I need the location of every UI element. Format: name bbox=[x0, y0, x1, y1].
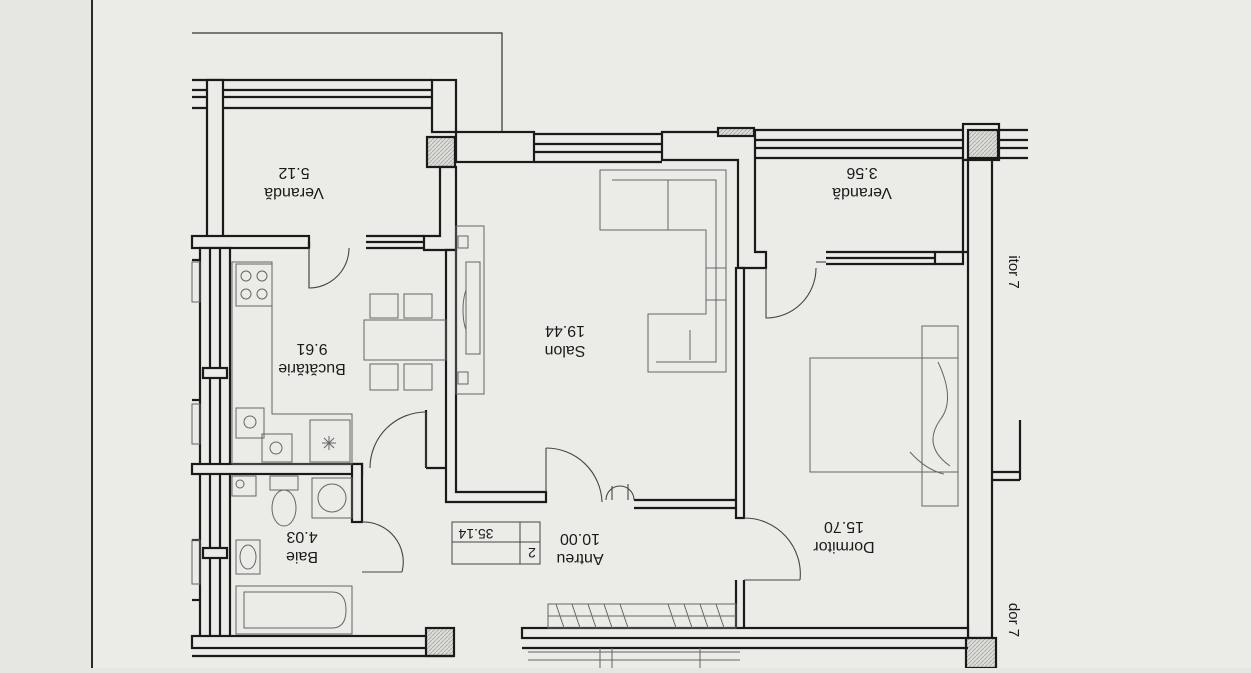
doors bbox=[308, 247, 826, 581]
bed bbox=[809, 325, 959, 507]
room-name-baie: Baie bbox=[286, 548, 318, 565]
room-area-antreu: 10.00 bbox=[560, 530, 600, 547]
bathroom-fixtures bbox=[231, 475, 353, 635]
bottom-railing bbox=[528, 648, 740, 668]
room-name-bucatarie: Bucătărie bbox=[278, 360, 346, 377]
room-area-dormitor: 15.70 bbox=[824, 518, 864, 535]
room-area-salon: 19.44 bbox=[545, 322, 585, 339]
room-area-veranda-right: 3.56 bbox=[846, 164, 877, 181]
room-area-veranda-left: 5.12 bbox=[278, 164, 309, 181]
edge-label-top: itor 7 bbox=[1005, 255, 1022, 288]
sofa bbox=[599, 169, 727, 373]
edge-label-bottom: dor 7 bbox=[1005, 603, 1022, 637]
room-area-baie: 4.03 bbox=[286, 528, 317, 545]
apartment-info-box bbox=[451, 521, 541, 565]
left-edge-fixtures bbox=[191, 261, 201, 585]
room-name-veranda-right: Verandă bbox=[832, 184, 892, 201]
apartment-total-area: 35.14 bbox=[458, 526, 493, 542]
page-panel bbox=[92, 0, 1251, 668]
room-name-veranda-left: Verandă bbox=[264, 184, 324, 201]
kitchen-counter bbox=[231, 261, 353, 465]
dining-table bbox=[363, 293, 447, 391]
room-labels: Verandă 5.12 Verandă 3.56 Salon 19.44 Bu… bbox=[264, 164, 1022, 637]
furniture bbox=[191, 169, 959, 668]
apartment-number: 2 bbox=[528, 545, 536, 561]
room-name-antreu: Antreu bbox=[556, 550, 603, 567]
room-name-dormitor: Dormitor bbox=[813, 538, 875, 555]
building-outline bbox=[192, 32, 503, 133]
room-area-bucatarie: 9.61 bbox=[296, 340, 327, 357]
tv-unit bbox=[455, 225, 485, 395]
wardrobe bbox=[547, 603, 737, 629]
room-name-salon: Salon bbox=[545, 342, 586, 359]
